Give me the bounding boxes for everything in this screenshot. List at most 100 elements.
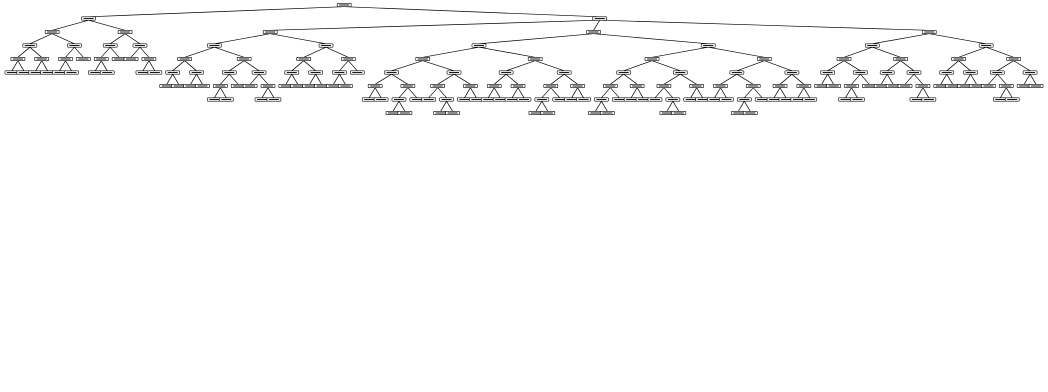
tree-split-node: [34, 56, 50, 61]
tree-edge: [630, 87, 638, 98]
node-label-ink: [298, 58, 309, 60]
node-label-ink: [102, 72, 113, 73]
tree-split-node: [486, 84, 502, 89]
tree-leaf-node: [742, 111, 758, 116]
node-label-ink: [1007, 99, 1018, 100]
tree-split-node: [81, 16, 96, 21]
tree-leaf-node: [600, 111, 615, 116]
tree-edge: [922, 87, 930, 98]
tree-edge: [860, 73, 870, 85]
tree-edge: [595, 101, 602, 112]
tree-edge: [487, 87, 495, 98]
tree-leaf-node: [754, 97, 770, 102]
tree-edge: [407, 87, 418, 99]
tree-edge: [623, 60, 653, 72]
tree-leaf-node: [40, 70, 55, 75]
tree-split-node: [296, 56, 312, 61]
node-label-ink: [536, 99, 547, 100]
tree-edge: [550, 87, 560, 99]
tree-edge: [654, 87, 665, 99]
node-label-ink: [792, 99, 803, 100]
tree-edge: [663, 73, 681, 85]
tree-split-node: [117, 29, 133, 34]
tree-split-node: [463, 84, 478, 89]
tree-split-node: [332, 70, 347, 75]
tree-split-node: [384, 70, 399, 75]
node-label-ink: [292, 85, 303, 87]
tree-edge: [997, 73, 1007, 85]
node-label-ink: [286, 72, 297, 73]
tree-edge: [886, 60, 901, 72]
node-label-ink: [321, 45, 332, 46]
node-label-ink: [465, 85, 476, 87]
tree-edge: [109, 46, 120, 58]
node-label-ink: [24, 45, 35, 46]
tree-edge: [190, 74, 197, 85]
tree-leaf-node: [64, 70, 79, 75]
node-label-ink: [721, 99, 732, 100]
tree-leaf-node: [826, 84, 841, 89]
tree-edge: [65, 60, 72, 71]
node-label-ink: [839, 58, 850, 60]
node-label-ink: [757, 99, 768, 100]
tree-edge: [601, 101, 608, 112]
tree-edge: [535, 60, 565, 72]
tree-split-node: [439, 97, 454, 102]
tree-split-node: [629, 84, 645, 89]
tree-split-node: [221, 70, 237, 75]
tree-edge: [541, 87, 552, 99]
tree-split-node: [921, 29, 937, 34]
tree-edge: [344, 6, 600, 18]
tree-edges: [11, 6, 1037, 112]
node-label-ink: [981, 45, 992, 46]
tree-edge: [478, 46, 536, 58]
tree-split-node: [644, 56, 660, 61]
node-label-ink: [572, 85, 583, 87]
tree-edge: [88, 6, 345, 18]
node-label-ink: [66, 72, 77, 73]
tree-edge: [95, 60, 102, 71]
node-label-ink: [995, 99, 1006, 100]
tree-split-node: [10, 56, 26, 61]
node-label-ink: [96, 58, 107, 60]
tree-split-node: [318, 43, 334, 48]
tree-edge: [17, 60, 25, 71]
node-label-ink: [197, 85, 208, 87]
tree-leaf-node: [647, 97, 663, 102]
node-label-ink: [339, 4, 350, 6]
tree-leaf-node: [576, 97, 591, 102]
tree-split-node: [998, 84, 1014, 89]
node-label-ink: [137, 72, 148, 73]
tree-edge: [303, 46, 327, 58]
node-label-ink: [78, 58, 89, 60]
node-label-ink: [393, 99, 404, 100]
tree-edge: [374, 87, 382, 98]
tree-split-node: [400, 84, 416, 89]
tree-leaf-node: [659, 111, 675, 116]
node-label-ink: [924, 31, 935, 33]
tree-split-node: [58, 56, 73, 61]
node-label-ink: [280, 85, 291, 87]
tree-leaf-node: [326, 84, 341, 89]
tree-edge: [593, 33, 709, 45]
tree-edge: [610, 87, 620, 99]
node-label-ink: [54, 72, 65, 73]
tree-split-node: [906, 70, 922, 75]
tree-split-node: [67, 43, 82, 48]
node-label-ink: [658, 85, 669, 87]
node-label-ink: [501, 72, 512, 73]
node-label-ink: [343, 58, 354, 60]
tree-split-node: [260, 84, 276, 89]
tree-split-node: [471, 43, 487, 48]
tree-edge: [690, 87, 697, 98]
node-label-ink: [709, 99, 720, 100]
tree-split-node: [865, 43, 880, 48]
tree-edge: [773, 87, 781, 98]
tree-edge: [184, 46, 215, 58]
tree-leaf-node: [123, 56, 139, 61]
tree-edge: [577, 87, 584, 98]
tree-edge: [478, 33, 594, 45]
tree-edge: [196, 74, 203, 85]
tree-edge: [571, 87, 578, 98]
